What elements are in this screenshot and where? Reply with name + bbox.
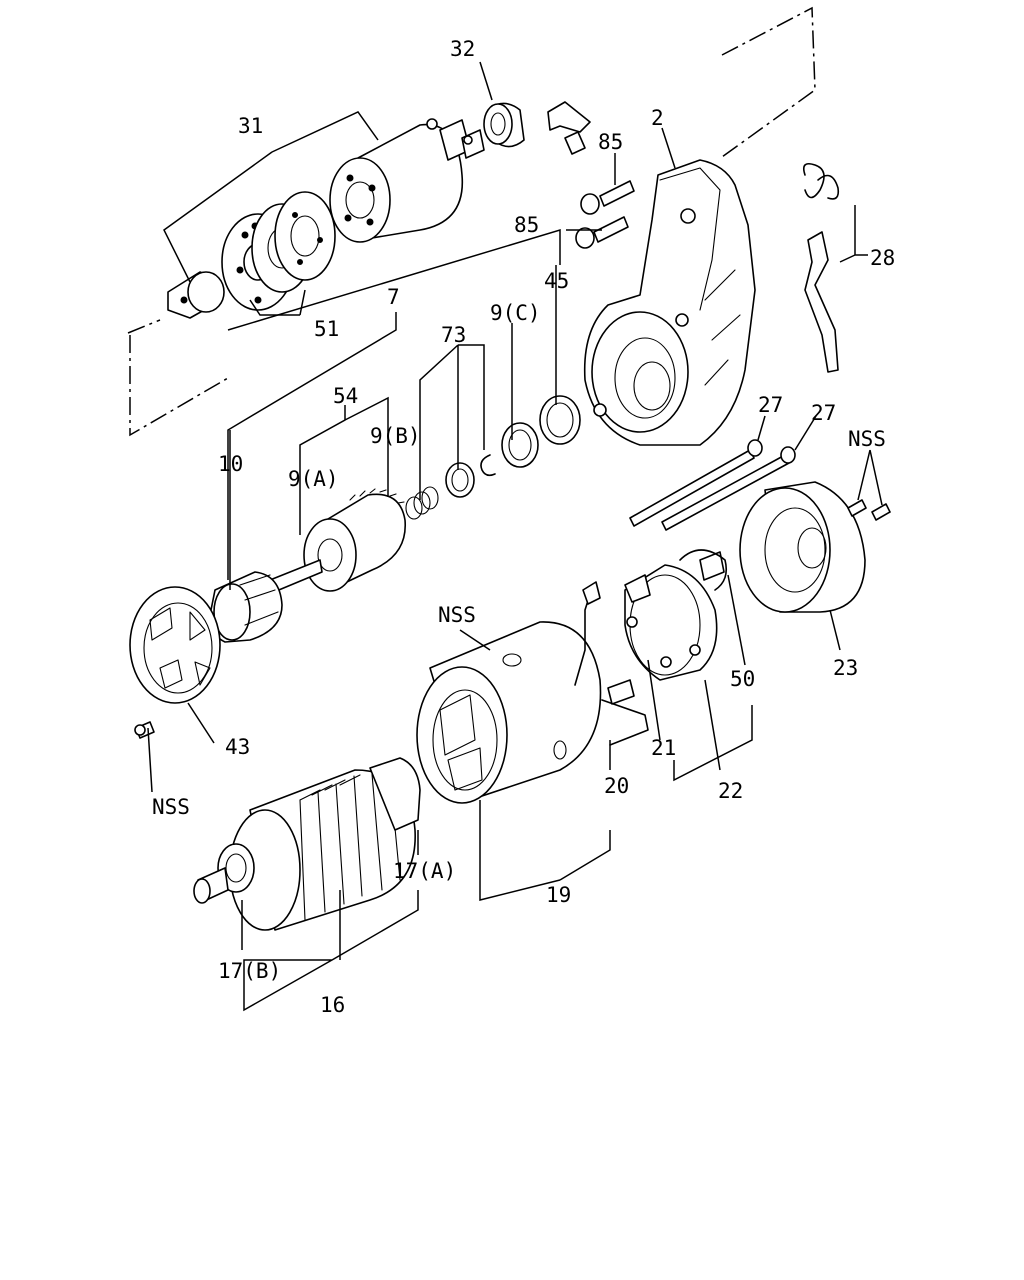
front-housing-2	[583, 159, 756, 446]
label-54: 54	[333, 384, 358, 408]
pinion-gear-10	[209, 571, 283, 643]
collar-9c	[501, 422, 539, 468]
label-20: 20	[604, 774, 629, 798]
bushing-45	[539, 395, 581, 445]
screw-nss-lower-left	[134, 721, 155, 739]
label-nss-plate: NSS	[152, 795, 190, 819]
label-27-a: 27	[758, 393, 783, 417]
label-21: 21	[651, 736, 676, 760]
label-31: 31	[238, 114, 263, 138]
label-16: 16	[320, 993, 345, 1017]
label-9a: 9(A)	[288, 467, 339, 491]
stop-ring-73	[445, 462, 475, 498]
through-bolt-27-a	[629, 439, 763, 527]
shift-lever-spring-28	[802, 162, 840, 373]
lead-connector	[547, 101, 591, 155]
end-plate-43	[129, 586, 221, 704]
yoke-field-coil-19	[416, 581, 649, 804]
label-27-b: 27	[811, 401, 836, 425]
label-10: 10	[218, 452, 243, 476]
label-22: 22	[718, 779, 743, 803]
screws-nss-rear	[847, 499, 891, 521]
label-51: 51	[314, 317, 339, 341]
terminal-cap-32	[483, 102, 525, 148]
brush-holder-22	[624, 551, 725, 681]
label-17b: 17(B)	[218, 959, 281, 983]
label-43: 43	[225, 735, 250, 759]
spring-9b	[405, 486, 439, 520]
armature-16	[193, 757, 421, 931]
label-19: 19	[546, 883, 571, 907]
label-17a: 17(A)	[393, 859, 456, 883]
reference-lines	[127, 6, 816, 437]
rear-cover-23	[739, 481, 866, 613]
label-23: 23	[833, 656, 858, 680]
label-9b: 9(B)	[370, 424, 421, 448]
bolt-85-upper	[580, 180, 635, 215]
label-7: 7	[387, 285, 400, 309]
part-labels: 2 7 10 16 17(A) 17(B) 19 20 21 22 23 27 …	[152, 37, 895, 1017]
leader-lines	[147, 61, 883, 1012]
snap-ring	[480, 454, 496, 477]
overrunning-clutch-54	[269, 488, 406, 593]
brush-spring-50	[679, 549, 728, 591]
label-50: 50	[730, 667, 755, 691]
label-85-lower: 85	[514, 213, 539, 237]
through-bolt-27-b	[661, 446, 796, 531]
label-73: 73	[441, 323, 466, 347]
label-45: 45	[544, 269, 569, 293]
label-32: 32	[450, 37, 475, 61]
bolt-85-lower	[575, 216, 629, 249]
label-9c: 9(C)	[490, 301, 541, 325]
label-nss-yoke: NSS	[438, 603, 476, 627]
label-85-upper: 85	[598, 130, 623, 154]
label-2: 2	[651, 106, 664, 130]
label-nss-rear: NSS	[848, 427, 886, 451]
label-28: 28	[870, 246, 895, 270]
solenoid-assembly-31	[167, 118, 485, 319]
